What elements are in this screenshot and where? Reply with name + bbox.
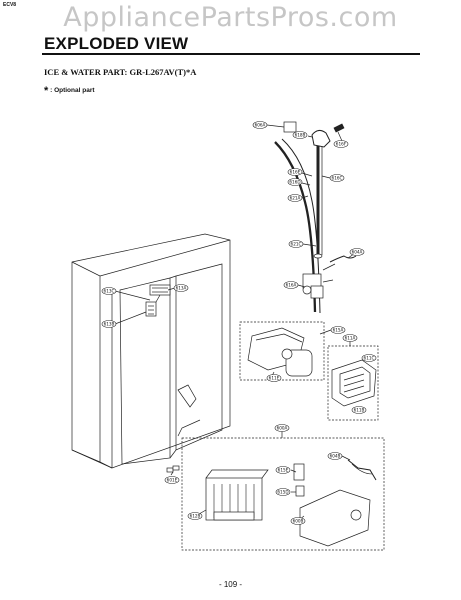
page-number: - 109 -: [218, 580, 243, 589]
water-tube-assembly: [274, 121, 345, 314]
optional-note-text: : Optional part: [50, 87, 95, 94]
section-heading: ICE & WATER PART: GR-L267AV(T)*A: [44, 67, 197, 77]
callout-611c: 611C: [364, 356, 375, 361]
callout-615e: 615E: [278, 468, 289, 473]
callout-621a: 621A: [290, 196, 301, 201]
refrigerator-cabinet: [71, 233, 231, 469]
callout-604b: 604B: [330, 454, 341, 459]
ice-maker-assembly-group: [181, 437, 385, 551]
callout-615d: 615D: [277, 490, 288, 495]
callout-613a: 613A: [176, 286, 187, 291]
ice-bin-group: [239, 321, 325, 381]
callout-601e: 601E: [167, 478, 178, 483]
part-callouts: [101, 121, 377, 525]
callout-616f: 616F: [336, 142, 347, 147]
screws: [166, 465, 180, 476]
callout-616a: 616A: [286, 283, 297, 288]
watermark: AppliancePartsPros.com: [63, 2, 398, 33]
optional-part-note: * : Optional part: [44, 85, 95, 97]
callout-600a: 600A: [277, 426, 288, 431]
callout-618b: 618B: [295, 133, 306, 138]
callout-611a: 611A: [345, 336, 356, 341]
callout-616d: 616D: [289, 180, 300, 185]
callout-616c: 616C: [332, 176, 343, 181]
optional-mark: *: [44, 85, 49, 97]
page-title: EXPLODED VIEW: [44, 34, 189, 53]
callout-611e: 611E: [269, 376, 280, 381]
water-valve: [302, 255, 357, 299]
callout-613c: 613C: [104, 289, 115, 294]
callout-611b: 611B: [354, 408, 365, 413]
ice-maker-cover-group: [327, 345, 379, 421]
callout-616e: 616E: [290, 170, 301, 175]
dispenser-bracket: [145, 284, 171, 317]
callout-613b: 613B: [104, 322, 115, 327]
callout-615a: 615A: [333, 328, 344, 333]
title-rule: [42, 53, 420, 55]
callout-606a: 606A: [255, 123, 266, 128]
callout-612b: 612B: [190, 514, 201, 519]
callout-621c: 621C: [291, 242, 302, 247]
callout-604a: 604A: [352, 250, 363, 255]
callout-600b: 600B: [293, 519, 304, 524]
document-code: ECV8: [3, 2, 17, 8]
